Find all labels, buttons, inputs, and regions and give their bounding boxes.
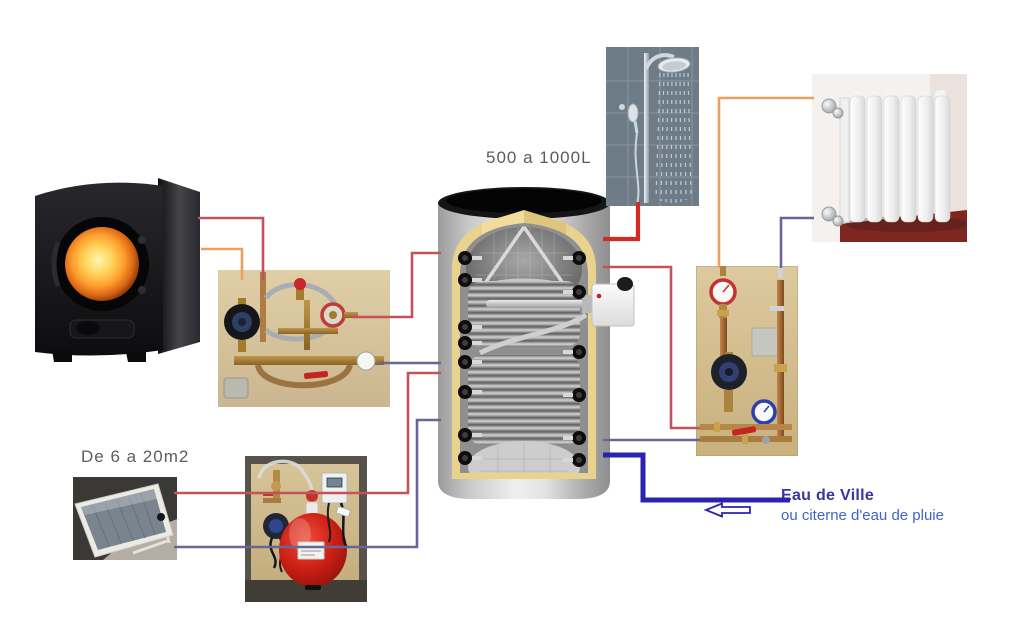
brass-valve-body (271, 481, 281, 491)
return-fitting (778, 266, 783, 278)
solar-station-expansion-photo (245, 456, 367, 602)
support-strut-2 (132, 539, 168, 555)
boiler-pump-station-photo (218, 270, 390, 407)
buffer-tank-drawing (438, 187, 635, 499)
stove-foot-left (52, 350, 72, 362)
wood-boiler-photo (30, 162, 205, 362)
stove-ash-knob (76, 321, 100, 335)
tank-capacity-label: 500 a 1000L (486, 148, 592, 167)
left-ports (458, 251, 482, 465)
valve-top-union (832, 107, 844, 119)
safety-valve-cap (294, 278, 306, 290)
pipe-nut (774, 364, 787, 372)
copper-riser (260, 272, 266, 342)
gauge-needle-red (722, 284, 730, 293)
shower-hose (634, 132, 640, 205)
tank-top-inner (446, 189, 602, 213)
city-water-label: Eau de Ville (781, 487, 875, 504)
stove-hinge-top (138, 236, 146, 244)
heater-flange (582, 295, 594, 313)
pump-union-top (238, 298, 246, 307)
manifold-pipe (234, 356, 384, 365)
gray-module (751, 327, 779, 357)
rainwater-label: ou citerne d'eau de pluie (781, 507, 944, 524)
stove-door-handle (51, 241, 61, 287)
solar-controller (321, 472, 348, 504)
controller-display (326, 477, 343, 488)
brass-riser (304, 300, 310, 350)
pump-cap (238, 318, 246, 326)
small-red-handle (263, 492, 273, 496)
heater-indicator-led (596, 293, 602, 299)
valve-bottom (821, 206, 837, 222)
pump-2-cap (725, 368, 733, 376)
coupling-2 (742, 434, 748, 444)
radiator-sections (849, 90, 951, 223)
drain-valve (762, 436, 770, 444)
brass-tee (263, 498, 281, 503)
solar-pump-face (269, 519, 283, 533)
coupling-1 (714, 422, 720, 432)
stove-side-panel (158, 178, 200, 354)
valve-top (821, 98, 837, 114)
safety-valve-body (296, 288, 304, 300)
hand-shower (627, 103, 639, 123)
valve-bottom-union (832, 215, 844, 227)
shower-column (644, 53, 649, 203)
collector-connector (157, 513, 165, 521)
floor-strip (245, 580, 367, 602)
pipe-bracket (770, 306, 784, 311)
stove-hinge-bottom (138, 286, 146, 294)
valve-outlet (344, 312, 358, 318)
supply-fitting (720, 266, 726, 276)
tile-wall (606, 47, 699, 206)
shower-drawing (606, 47, 699, 206)
stove-foot-right (126, 352, 146, 362)
radiator-photo (812, 74, 967, 242)
brass-cross-pipe (278, 328, 338, 334)
thermic-valve-hub (329, 311, 337, 319)
vessel-valve-cap (306, 490, 318, 502)
heating-pump-group-photo (696, 266, 798, 456)
absorber-ribs (92, 493, 156, 547)
bottom-pipe-1 (700, 424, 792, 430)
shower-head-face (662, 61, 686, 71)
solar-area-label: De 6 a 20m2 (81, 447, 190, 466)
shower-arm (644, 53, 675, 70)
heating-pump-group-drawing (696, 266, 798, 456)
solar-station-drawing (245, 456, 367, 602)
glass-glare (81, 489, 157, 515)
wall-bracket (619, 104, 625, 110)
copper-riser-2 (720, 318, 727, 366)
vessel-foot (305, 585, 321, 590)
heater-element-rod (486, 300, 596, 308)
shower-photo (606, 47, 699, 206)
lower-dome-mesh (480, 443, 568, 473)
pipe-pump2-radiator-supply (717, 96, 814, 268)
buffer-tank-illustration (436, 183, 636, 513)
water-spray (655, 72, 692, 204)
solar-collector-drawing (73, 477, 177, 560)
pump-union-bottom (238, 340, 246, 352)
radiator-left-column (839, 97, 850, 223)
copper-return-pipe (777, 280, 784, 436)
brass-nut (717, 310, 729, 316)
boiler-pump-station-drawing (218, 270, 390, 407)
hand-shower-handle (633, 120, 639, 134)
coil-stack-lower (468, 355, 580, 445)
heater-thermostat-knob (617, 277, 633, 291)
pressure-gauge-white (356, 351, 376, 371)
wood-boiler-drawing (35, 178, 200, 362)
junction-box (223, 377, 249, 399)
gauge-needle-blue (763, 405, 770, 413)
city-water-arrow-icon (703, 502, 751, 518)
pump-outlet (724, 390, 733, 412)
solar-collector-photo (73, 477, 177, 560)
right-ports (563, 251, 586, 467)
pipe-radiator-return (779, 216, 814, 268)
coil-crossover (478, 312, 588, 356)
radiator-drawing (812, 74, 967, 242)
stove-fire-window (65, 227, 139, 301)
ball-valve-handle-2 (731, 426, 757, 436)
